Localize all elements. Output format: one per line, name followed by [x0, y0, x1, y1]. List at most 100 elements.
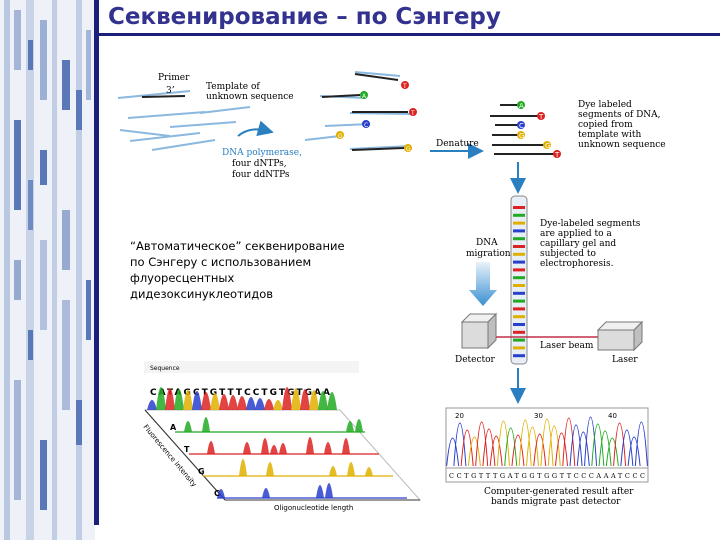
lane-peak — [324, 442, 332, 454]
lane-peak — [266, 462, 274, 476]
svg-text:T: T — [402, 83, 407, 90]
lane-peak — [279, 443, 287, 454]
trace-peak — [598, 430, 612, 467]
trace-peak — [613, 422, 627, 467]
svg-text:G: G — [338, 133, 343, 140]
combined-peak — [246, 397, 256, 410]
gel-band — [513, 260, 525, 264]
lane-label-A: A — [170, 423, 177, 432]
enzyme-label: four ddNTPs — [232, 170, 290, 180]
gel-band — [513, 291, 525, 295]
gel-band — [513, 307, 525, 311]
trace-sequence: CCTGTTTGATGGTGGTTCCCAAATCCC — [449, 472, 645, 480]
fragments-label: segments of DNA, — [578, 110, 661, 120]
trace-caption: bands migrate past detector — [491, 497, 621, 507]
migration-arrow-icon — [469, 262, 497, 306]
trace-peak — [489, 435, 503, 467]
trace-caption: Computer-generated result after — [484, 487, 634, 497]
gel-band — [513, 354, 525, 358]
denature-label: Denature — [436, 139, 479, 149]
gel-band — [513, 221, 525, 225]
trace-peak — [533, 433, 547, 467]
gel-band — [513, 299, 525, 303]
trace-position-label: 20 — [455, 412, 464, 420]
gel-label: capillary gel and — [540, 239, 616, 249]
trace-peak — [555, 432, 569, 467]
gel-band — [513, 338, 525, 342]
lane-peak — [184, 421, 192, 432]
gel-label: electrophoresis. — [540, 259, 614, 269]
lane-peak — [316, 485, 324, 498]
combined-peak — [165, 388, 175, 410]
caption-line: “Автоматическое” секвенирование — [130, 239, 345, 253]
lane-peak — [342, 438, 350, 454]
trace-peak — [475, 421, 489, 467]
product-end: T — [554, 151, 560, 159]
trace-peak — [525, 426, 539, 467]
template-label: Template of — [206, 82, 260, 92]
template-strands — [117, 90, 251, 151]
gel-label: Dye-labeled segments — [540, 219, 641, 229]
gel-label: subjected to — [540, 249, 596, 259]
combined-peak — [210, 393, 220, 410]
trace-peak — [576, 431, 590, 467]
trace-peak — [504, 427, 518, 467]
barcode-stripe — [0, 0, 95, 540]
lane-peak — [239, 459, 247, 476]
trace-peak — [460, 429, 474, 467]
lane-peak — [261, 438, 269, 454]
combined-peak — [273, 400, 283, 410]
title-underline — [99, 33, 720, 36]
trace-peak — [482, 428, 496, 467]
trace-peak — [511, 434, 525, 467]
combined-peak — [327, 392, 337, 410]
trace-peak — [518, 419, 532, 467]
combined-peak — [318, 391, 328, 410]
combined-peak — [156, 387, 166, 410]
fragments-label: template with — [578, 130, 641, 140]
lane-peak — [270, 445, 278, 454]
combined-peak — [201, 392, 211, 410]
primer-strand — [141, 95, 186, 98]
gel-band — [513, 284, 525, 287]
combined-peak — [174, 389, 184, 410]
product-end: G — [545, 142, 550, 150]
enzyme-label: DNA polymerase, — [222, 148, 302, 158]
trace-peak — [446, 437, 460, 467]
trace-peak — [605, 437, 619, 467]
laser-beam-label: Laser beam — [540, 341, 594, 351]
slide-caption: “Автоматическое” секвенирование по Сэнге… — [130, 238, 370, 302]
gel-band — [513, 206, 525, 209]
svg-text:T: T — [410, 110, 415, 117]
vertical-rule — [94, 0, 99, 525]
combined-peak — [282, 387, 292, 410]
combined-peak — [264, 399, 274, 410]
gel-band — [513, 330, 525, 334]
gel-band — [513, 323, 525, 326]
gel-label: are applied to a — [540, 229, 612, 239]
lane-peak — [202, 417, 210, 432]
trace-peak — [620, 429, 634, 467]
gel-band — [513, 213, 525, 217]
extended-strands: T A T C G G — [304, 71, 417, 153]
lane-label-T: T — [184, 445, 190, 454]
gel-band — [513, 252, 525, 256]
trace-peak — [584, 416, 598, 467]
lane-peak — [329, 466, 337, 476]
combined-peak — [219, 394, 229, 410]
trace-peak — [547, 425, 561, 467]
trace-peak — [591, 423, 605, 467]
lane-peak — [207, 441, 215, 454]
combined-peak — [291, 388, 301, 410]
trace-peak — [467, 436, 481, 467]
combined-peak — [183, 390, 193, 410]
gel-band — [513, 268, 525, 272]
x-axis-label: Oligonucleotide length — [274, 504, 353, 512]
lane-peak — [243, 442, 251, 454]
template-label: unknown sequence — [206, 92, 294, 102]
lane-peak — [347, 462, 355, 476]
caption-line: дидезоксинуклеотидов — [130, 287, 274, 301]
stacked-sequence: CATAGCTGTTTCCTGTGTGAA — [150, 388, 330, 398]
combined-peak — [147, 400, 157, 410]
